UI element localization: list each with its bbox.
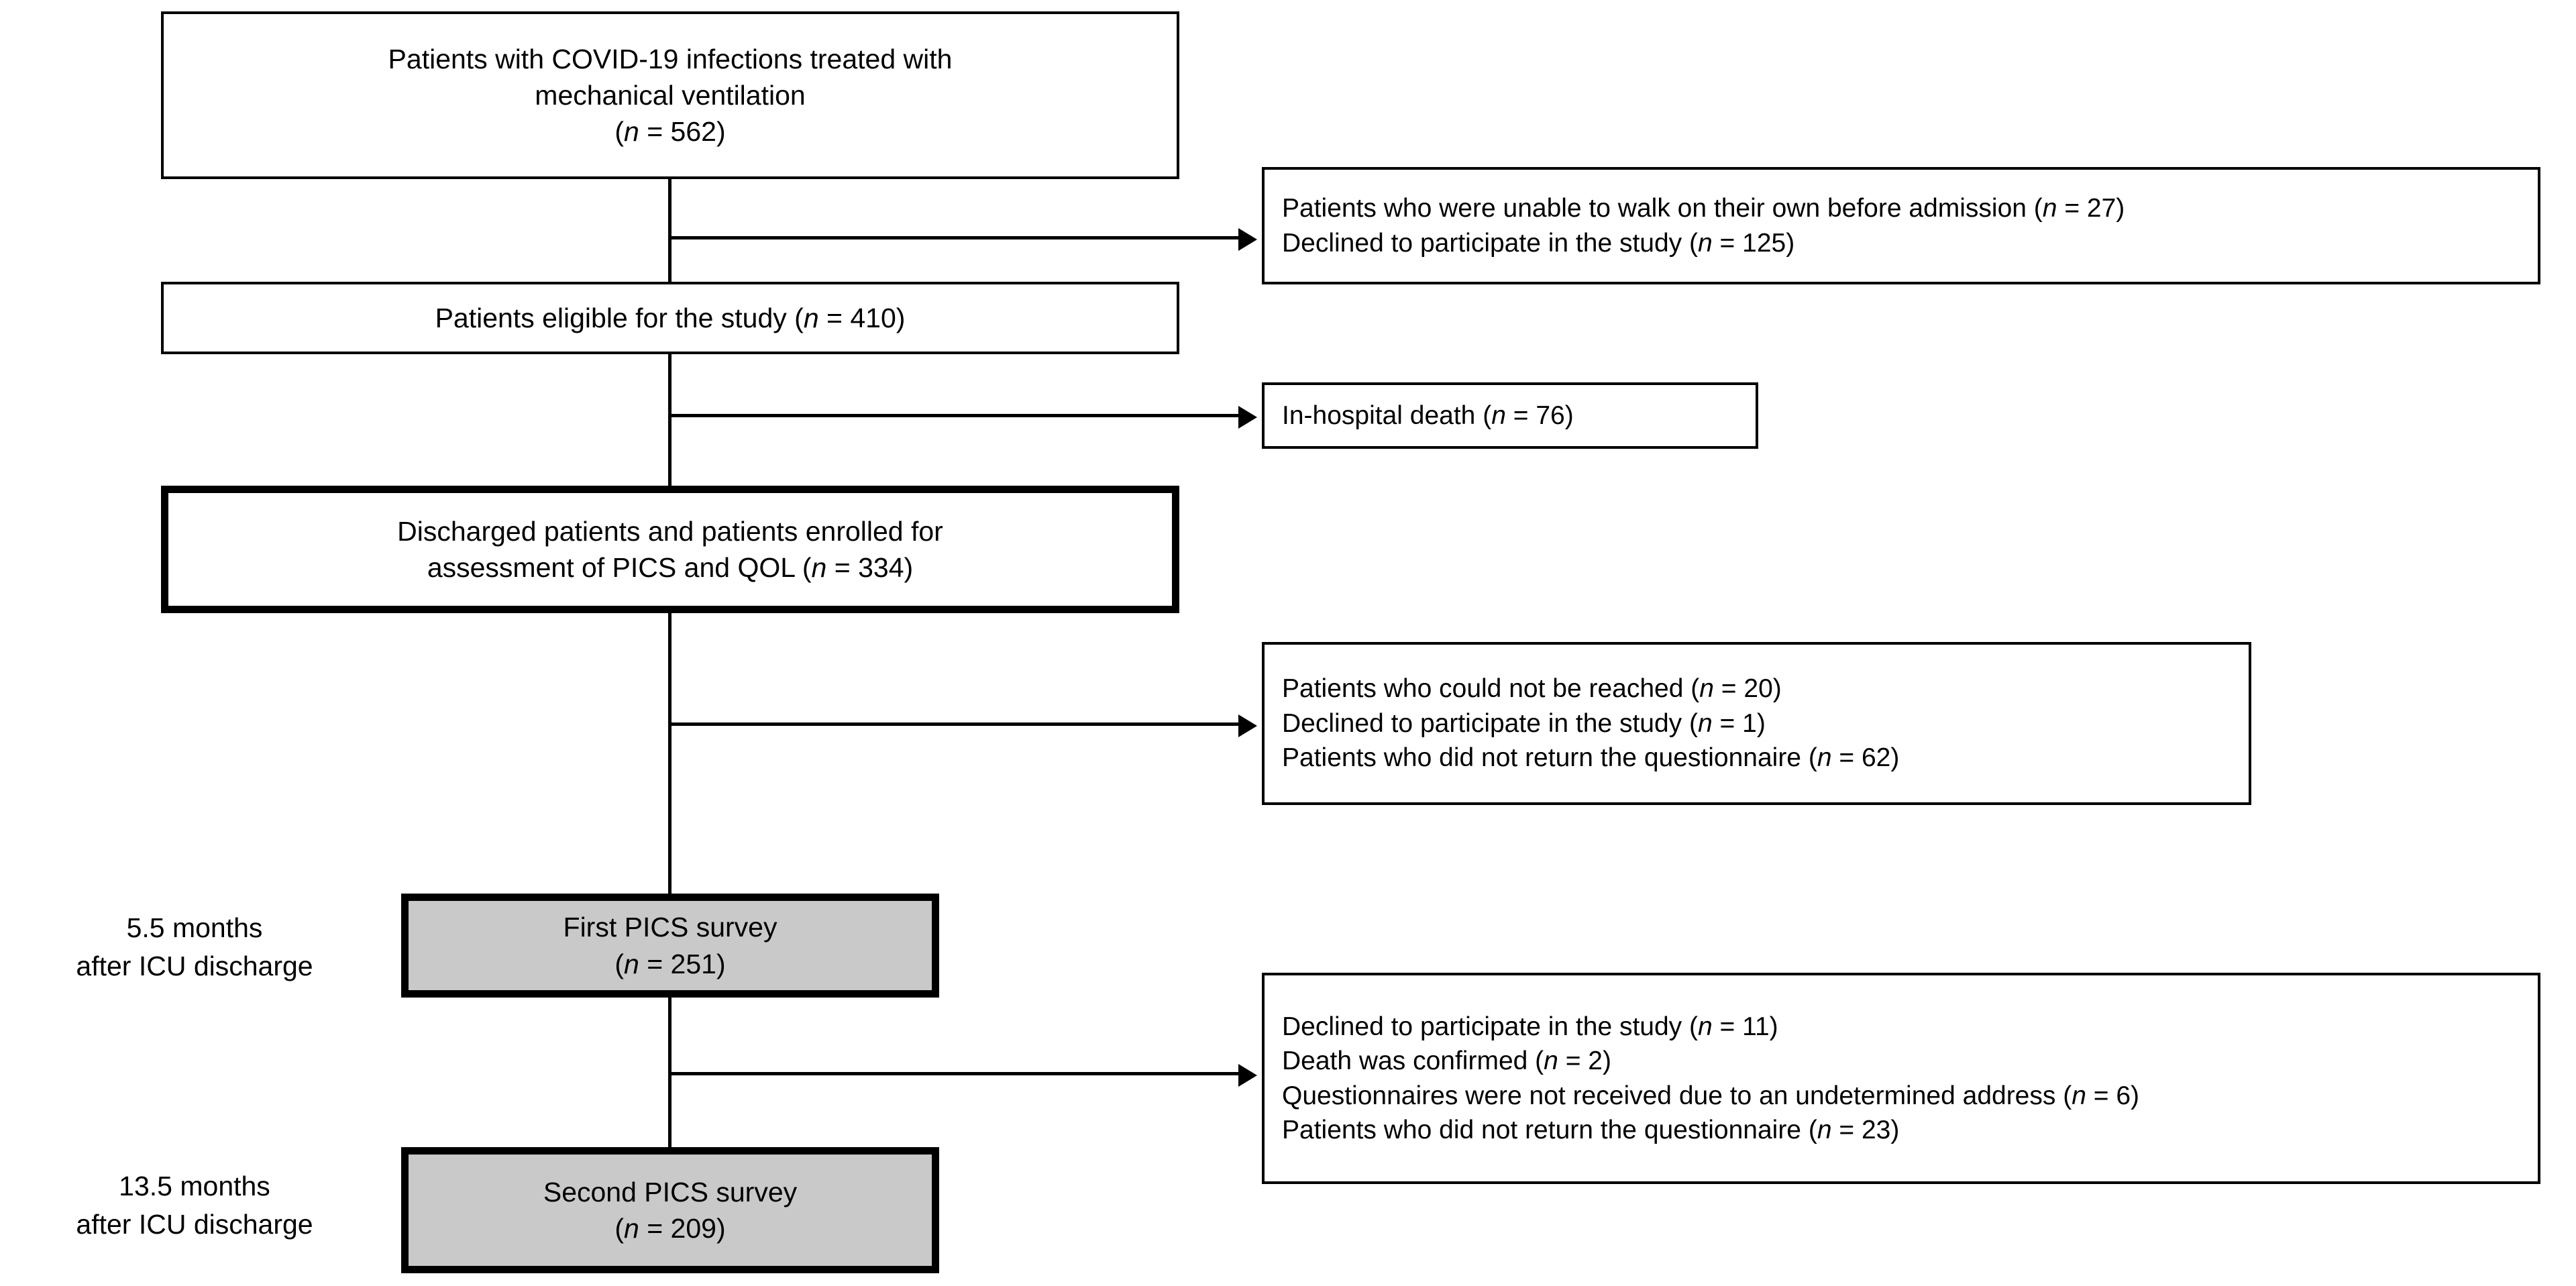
connector-branch-exclusion-2	[668, 414, 1238, 417]
node-first-pics-survey-line-2: (n = 251)	[614, 948, 726, 979]
connector-branch-exclusion-1	[668, 236, 1238, 239]
arrowhead-exclusion-3	[1238, 714, 1257, 737]
connector-branch-exclusion-4	[668, 1072, 1238, 1075]
side-label-second-survey-line-2: after ICU discharge	[76, 1208, 313, 1240]
connector-eligible-to-enrolled	[668, 354, 672, 488]
side-label-second-survey: 13.5 months after ICU discharge	[13, 1167, 376, 1243]
side-label-first-survey: 5.5 months after ICU discharge	[13, 909, 376, 985]
side-label-first-survey-line-1: 5.5 months	[126, 912, 263, 943]
exclusion-box-after-eligible: In-hospital death (n = 76)	[1262, 382, 1758, 449]
node-eligible: Patients eligible for the study (n = 410…	[161, 282, 1179, 354]
node-screened-line-3: (n = 562)	[614, 116, 726, 148]
node-second-pics-survey-line-2: (n = 209)	[614, 1213, 726, 1244]
node-first-pics-survey: First PICS survey (n = 251)	[401, 894, 939, 998]
exclusion-after-first-survey-line-3: Questionnaires were not received due to …	[1282, 1081, 2140, 1110]
exclusion-after-screening-line-2: Declined to participate in the study (n …	[1282, 228, 1795, 258]
node-screened-line-1: Patients with COVID-19 infections treate…	[388, 43, 953, 74]
exclusion-after-first-survey-line-1: Declined to participate in the study (n …	[1282, 1012, 1778, 1041]
arrowhead-exclusion-2	[1238, 406, 1257, 429]
node-second-pics-survey-line-1: Second PICS survey	[543, 1176, 798, 1208]
exclusion-box-after-first-survey: Declined to participate in the study (n …	[1262, 973, 2540, 1184]
exclusion-after-enrolled-line-3: Patients who did not return the question…	[1282, 743, 1900, 773]
exclusion-after-eligible-line-1: In-hospital death (n = 76)	[1282, 400, 1574, 430]
node-screened: Patients with COVID-19 infections treate…	[161, 11, 1179, 179]
arrowhead-exclusion-1	[1238, 228, 1257, 251]
node-enrolled-line-2: assessment of PICS and QOL (n = 334)	[427, 552, 914, 583]
node-enrolled: Discharged patients and patients enrolle…	[161, 486, 1179, 613]
exclusion-after-screening-line-1: Patients who were unable to walk on thei…	[1282, 194, 2125, 223]
node-screened-line-2: mechanical ventilation	[535, 79, 806, 111]
node-second-pics-survey: Second PICS survey (n = 209)	[401, 1147, 939, 1273]
arrowhead-exclusion-4	[1238, 1064, 1257, 1087]
node-eligible-line-1: Patients eligible for the study (n = 410…	[435, 302, 906, 333]
side-label-first-survey-line-2: after ICU discharge	[76, 950, 313, 981]
exclusion-box-after-enrolled: Patients who could not be reached (n = 2…	[1262, 642, 2251, 805]
exclusion-box-after-screening: Patients who were unable to walk on thei…	[1262, 167, 2540, 284]
connector-enrolled-to-first-survey	[668, 612, 672, 897]
node-enrolled-line-1: Discharged patients and patients enrolle…	[397, 515, 943, 547]
exclusion-after-first-survey-line-4: Patients who did not return the question…	[1282, 1115, 1900, 1144]
side-label-second-survey-line-1: 13.5 months	[119, 1171, 270, 1201]
connector-screened-to-eligible	[668, 178, 672, 284]
node-first-pics-survey-line-1: First PICS survey	[563, 912, 777, 943]
connector-branch-exclusion-3	[668, 722, 1238, 726]
exclusion-after-enrolled-line-1: Patients who could not be reached (n = 2…	[1282, 674, 1782, 704]
exclusion-after-enrolled-line-2: Declined to participate in the study (n …	[1282, 708, 1766, 738]
exclusion-after-first-survey-line-2: Death was confirmed (n = 2)	[1282, 1047, 1611, 1076]
